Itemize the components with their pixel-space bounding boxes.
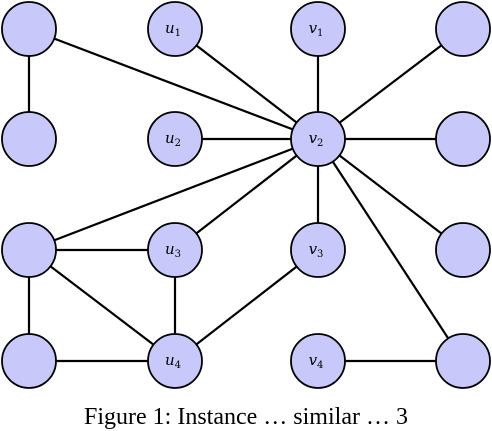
node-circle: [147, 1, 203, 57]
node-d1: [435, 1, 491, 57]
node-a2: [1, 111, 57, 167]
node-d3: [435, 222, 491, 278]
node-v2: v2: [290, 111, 346, 167]
figure-caption: Figure 1: Instance … similar … 3: [84, 404, 408, 430]
node-circle: [290, 1, 346, 57]
node-circle: [1, 111, 57, 167]
node-circle: [147, 333, 203, 389]
edge-a1-v2: [28, 27, 319, 141]
node-label: v3: [309, 240, 324, 260]
node-label: u3: [165, 240, 181, 260]
node-circle: [147, 222, 203, 278]
edge-v3-u4: [174, 249, 319, 362]
node-label: v1: [309, 19, 324, 39]
edge-v2-d3: [317, 138, 464, 251]
node-d4: [435, 333, 491, 389]
node-a3: [1, 222, 57, 278]
node-u3: u3: [147, 222, 203, 278]
node-a4: [1, 333, 57, 389]
node-circle: [435, 222, 491, 278]
node-label: v4: [309, 351, 324, 371]
node-u4: u4: [147, 333, 203, 389]
edge-u1-v2: [174, 28, 319, 140]
node-circle: [147, 111, 203, 167]
node-u2: u2: [147, 111, 203, 167]
node-circle: [435, 111, 491, 167]
node-label: u4: [165, 351, 181, 371]
node-circle: [290, 333, 346, 389]
node-a1: [1, 1, 57, 57]
edge-v2-a3: [28, 137, 319, 252]
edge-a3-u4: [28, 249, 176, 362]
node-circle: [435, 1, 491, 57]
node-d2: [435, 111, 491, 167]
graph-diagram: u1 v1 u2 v2 u3 v3 u4 v4: [1, 1, 491, 389]
node-v3: v3: [290, 222, 346, 278]
node-circle: [1, 1, 57, 57]
edge-v2-d4: [317, 138, 464, 362]
node-label: u1: [165, 19, 181, 39]
node-circle: [1, 333, 57, 389]
edge-v2-u3: [174, 138, 319, 251]
node-v1: v1: [290, 1, 346, 57]
node-label: v2: [309, 129, 324, 149]
node-circle: [290, 222, 346, 278]
node-circle: [1, 222, 57, 278]
node-u1: u1: [147, 1, 203, 57]
node-label: u2: [165, 129, 181, 149]
edge-d1-v2: [317, 28, 464, 140]
edge-layer: [27, 27, 464, 363]
node-v4: v4: [290, 333, 346, 389]
node-circle: [290, 111, 346, 167]
node-circle: [435, 333, 491, 389]
node-layer: u1 v1 u2 v2 u3 v3 u4 v4: [1, 1, 491, 389]
